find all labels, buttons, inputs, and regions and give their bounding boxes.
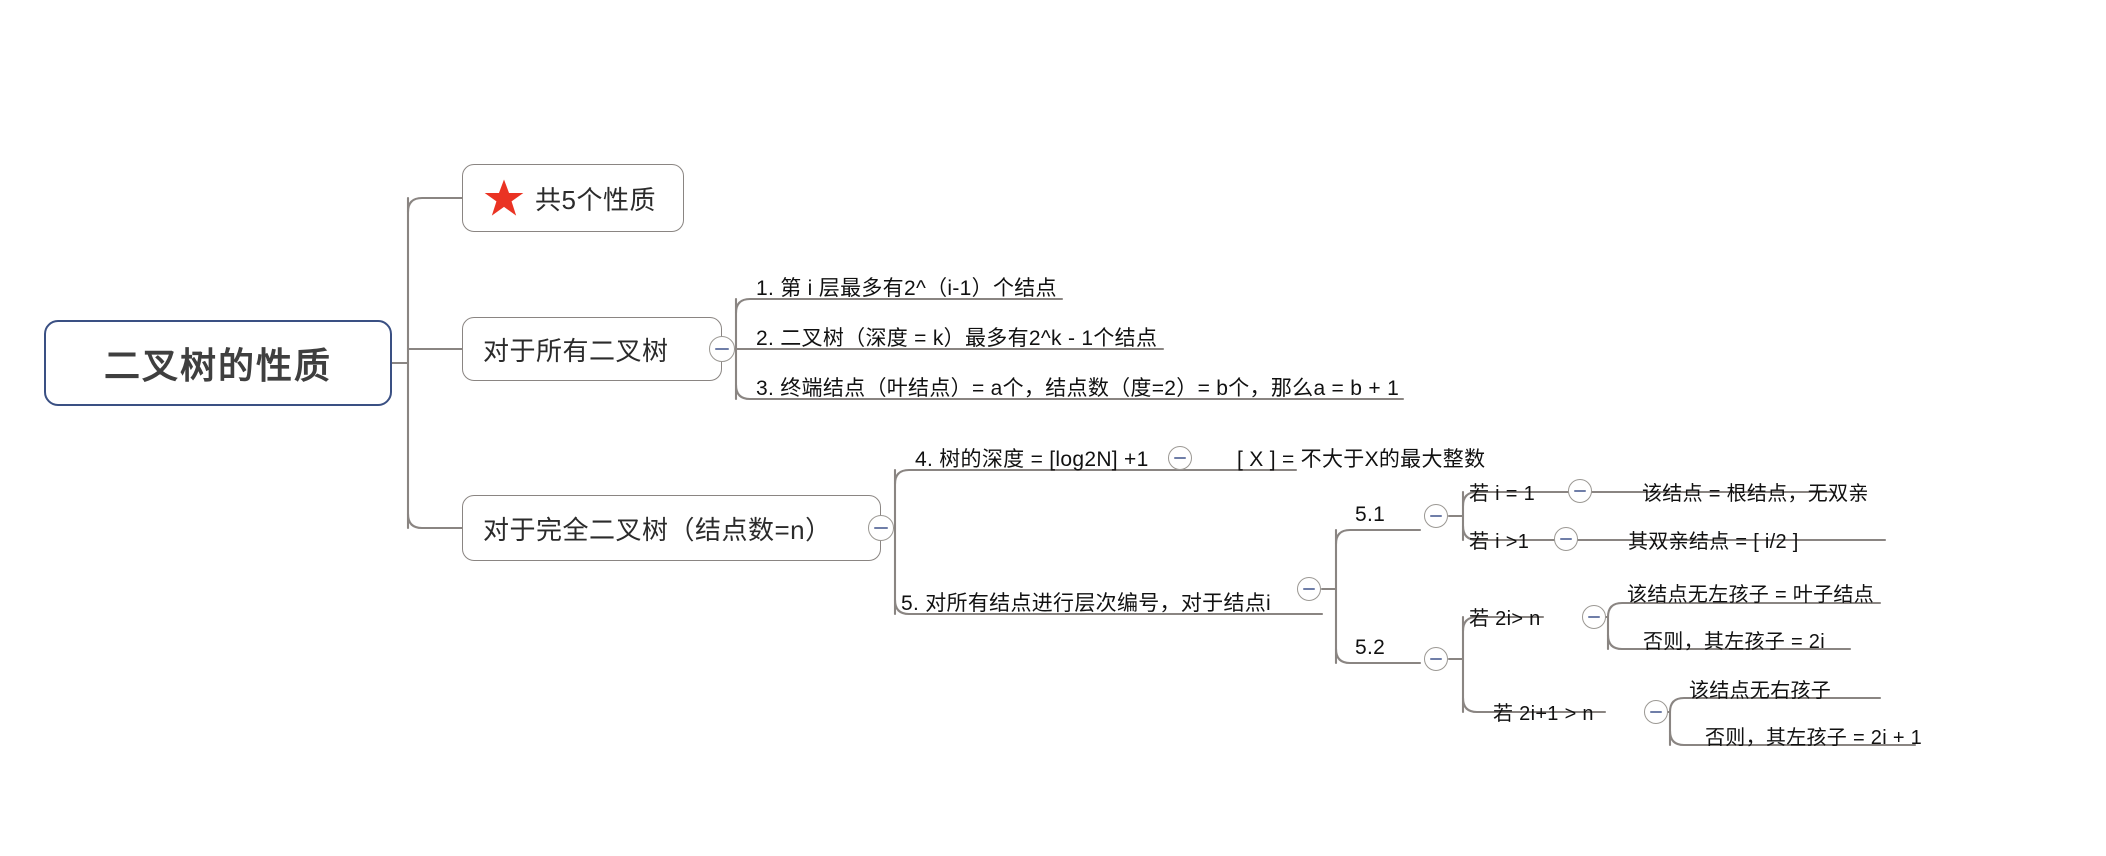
root-node[interactable]: 二叉树的性质 — [44, 320, 392, 406]
branch-node-complete-binary-tree[interactable]: 对于完全二叉树（结点数=n） — [462, 495, 881, 561]
group-label-5-2[interactable]: 5.2 — [1355, 636, 1386, 659]
collapse-toggle-all-binary-trees[interactable] — [709, 336, 735, 362]
leaf-property-1[interactable]: 1. 第 i 层最多有2^（i-1）个结点 — [756, 277, 1057, 300]
collapse-toggle-condition-5-1-b[interactable] — [1554, 527, 1578, 551]
collapse-toggle-group-5-1[interactable] — [1424, 504, 1448, 528]
leaf-property-5[interactable]: 5. 对所有结点进行层次编号，对于结点i — [901, 592, 1272, 615]
result-5-2-a-2[interactable]: 否则，其左孩子 = 2i — [1643, 631, 1825, 653]
result-5-2-b-1[interactable]: 该结点无右孩子 — [1689, 680, 1832, 702]
result-5-1-a[interactable]: 该结点 = 根结点，无双亲 — [1642, 483, 1869, 505]
collapse-toggle-condition-5-1-a[interactable] — [1568, 479, 1592, 503]
collapse-toggle-property-5[interactable] — [1297, 577, 1321, 601]
condition-5-2-a[interactable]: 若 2i> n — [1469, 608, 1541, 630]
branch-label-all-binary-trees: 对于所有二叉树 — [483, 335, 669, 366]
collapse-toggle-group-5-2[interactable] — [1424, 647, 1448, 671]
condition-5-1-b[interactable]: 若 i >1 — [1469, 531, 1530, 553]
root-node-label: 二叉树的性质 — [103, 345, 332, 386]
collapse-toggle-complete-binary-tree[interactable] — [868, 515, 894, 541]
collapse-toggle-property-4[interactable] — [1168, 446, 1192, 470]
group-label-5-1[interactable]: 5.1 — [1355, 503, 1386, 526]
leaf-property-4-note[interactable]: [ X ] = 不大于X的最大整数 — [1237, 448, 1486, 471]
condition-5-1-a[interactable]: 若 i = 1 — [1469, 483, 1536, 505]
condition-5-2-b[interactable]: 若 2i+1 > n — [1493, 703, 1594, 725]
result-5-2-b-2[interactable]: 否则，其左孩子 = 2i + 1 — [1705, 727, 1923, 749]
leaf-property-3[interactable]: 3. 终端结点（叶结点）= a个，结点数（度=2）= b个，那么a = b + … — [756, 377, 1400, 400]
leaf-property-2[interactable]: 2. 二叉树（深度 = k）最多有2^k - 1个结点 — [756, 327, 1158, 350]
branch-label-total-properties: 共5个性质 — [535, 184, 656, 215]
branch-node-all-binary-trees[interactable]: 对于所有二叉树 — [462, 317, 722, 381]
collapse-toggle-condition-5-2-a[interactable] — [1582, 605, 1606, 629]
result-5-2-a-1[interactable]: 该结点无左孩子 = 叶子结点 — [1627, 584, 1874, 606]
branch-node-total-properties[interactable]: 共5个性质 — [462, 164, 684, 232]
collapse-toggle-condition-5-2-b[interactable] — [1644, 700, 1668, 724]
branch-label-complete-binary-tree: 对于完全二叉树（结点数=n） — [483, 514, 832, 545]
leaf-property-4[interactable]: 4. 树的深度 = [log2N] +1 — [915, 448, 1149, 471]
red-star-icon — [484, 179, 524, 216]
result-5-1-b[interactable]: 其双亲结点 = [ i/2 ] — [1628, 531, 1799, 553]
